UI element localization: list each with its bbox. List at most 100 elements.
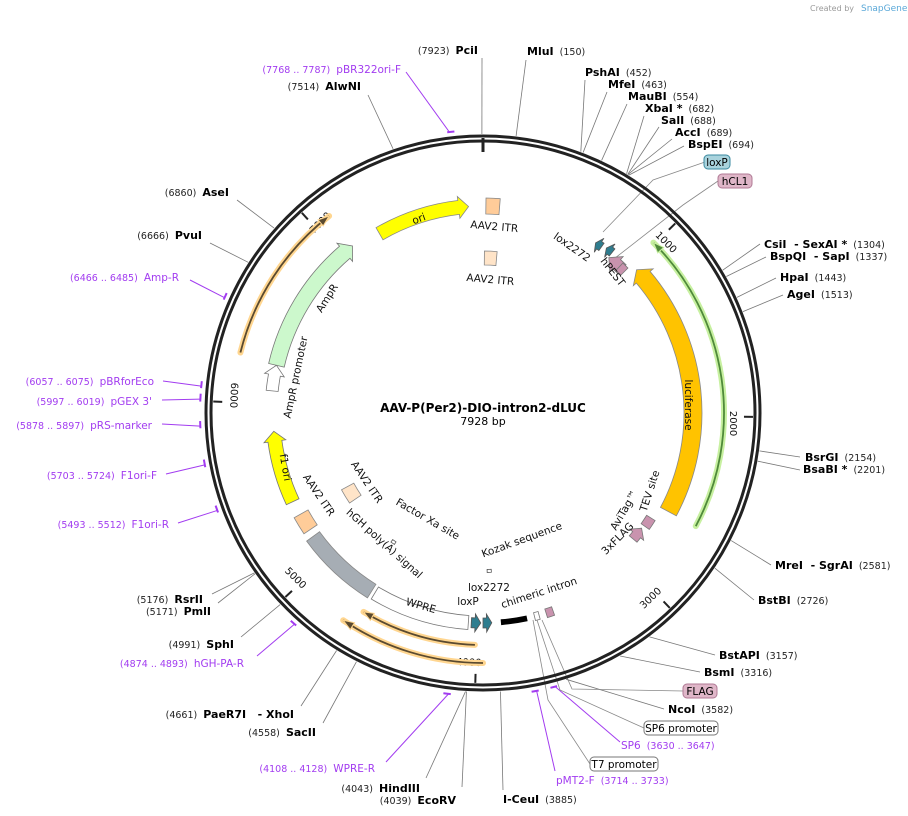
feature-ampr-promoter[interactable] [263,364,286,392]
primer-label[interactable]: (7768 .. 7787) pBR322ori-F [262,64,401,76]
orf-left[interactable] [237,212,333,356]
orf-bottom-inner[interactable] [360,608,478,648]
primer-label[interactable]: (5878 .. 5897) pRS-marker [16,420,152,432]
feature-label-ori: ori [410,211,427,227]
enzyme-site-label[interactable]: BspQI - SapI (1337) [770,250,887,263]
enzyme-site-label[interactable]: BsaBI * (2201) [803,463,885,476]
feature-aav2-itr[interactable] [340,482,362,504]
enzyme-site-label[interactable]: (4661) PaeR7I - XhoI [166,708,294,721]
feature-lox2272[interactable] [482,612,493,634]
primer-range: (4108 .. 4128) [259,764,333,775]
enzyme-leader-line [240,604,281,638]
feature-luciferase[interactable] [632,268,703,517]
feature-tag-flag[interactable]: FLAG [682,683,718,699]
primer-label[interactable]: (4108 .. 4128) WPRE-R [259,763,375,775]
enzyme-position: (688) [684,116,716,127]
enzyme-site-label[interactable]: CsiI - SexAI * (1304) [764,238,885,251]
enzyme-site-label[interactable]: (6860) AseI [165,186,229,199]
enzyme-site-label[interactable]: (5176) RsrII [137,593,203,606]
enzyme-leader-line [500,691,504,791]
feature-f1-ori[interactable] [263,430,300,506]
enzyme-site-label[interactable]: (7923) PciI [418,44,478,57]
enzyme-site-label[interactable]: (4043) HindIII [341,782,420,795]
feature-tag-sp6-promoter[interactable]: SP6 promoter [643,720,719,736]
enzyme-site-label[interactable]: BsrGI (2154) [805,451,876,464]
enzyme-leader-line [726,256,767,277]
enzyme-position: (463) [635,80,667,91]
feature-tag-t7-promoter[interactable]: T7 promoter [589,756,659,772]
enzyme-site-label[interactable]: NcoI (3582) [668,703,733,716]
feature-ampr[interactable] [268,242,353,368]
feature-tag-loxp[interactable]: loxP [703,154,731,170]
primer-label[interactable]: (4874 .. 4893) hGH-PA-R [120,658,244,670]
feature-kozak[interactable] [486,568,492,573]
enzyme-site-label[interactable]: PshAI (452) [585,66,651,79]
enzyme-site-label[interactable]: BstAPI (3157) [719,649,798,662]
primer-label[interactable]: (6466 .. 6485) Amp-R [70,272,179,284]
enzyme-site-label[interactable]: (7514) AlwNI [288,80,361,93]
enzyme-site-label[interactable]: (6666) PvuI [137,229,202,242]
primer-label[interactable]: pMT2-F (3714 .. 3733) [556,775,669,787]
tick-label: 5000 [282,566,308,592]
feature-aav2-itr[interactable] [293,509,318,535]
primer-label[interactable]: SP6 (3630 .. 3647) [621,740,715,752]
primer-binding-mark [550,685,558,689]
enzyme-site-label[interactable]: BspEI (694) [688,138,754,151]
enzyme-site-label[interactable]: (4991) SphI [169,638,234,651]
primer-name: F1ori-F [121,470,157,482]
enzyme-leader-line [627,138,673,175]
primer-range: (6057 .. 6075) [26,377,100,388]
primer-binding-mark [200,381,203,389]
enzyme-name: MluI [527,45,554,58]
enzyme-site-label[interactable]: HpaI (1443) [780,271,846,284]
enzyme-site-label[interactable]: AccI (689) [675,126,732,139]
enzyme-position: (7923) [418,46,456,57]
enzyme-site-label[interactable]: AgeI (1513) [787,288,853,301]
feature-tev-site[interactable] [640,514,656,530]
primer-leader-line [162,380,202,387]
feature-3xflag[interactable] [628,527,645,543]
feature-hcl1[interactable] [615,262,629,276]
enzyme-site-label[interactable]: (5171) PmlI [146,605,211,618]
enzyme-position: (4991) [169,640,207,651]
enzyme-site-label[interactable]: XbaI * (682) [645,102,714,115]
primer-label[interactable]: (5703 .. 5724) F1ori-F [47,470,157,482]
primer-label[interactable]: (5997 .. 6019) pGEX 3' [37,396,152,408]
enzyme-position: (3885) [539,795,577,806]
feature-aav2-itr[interactable] [485,197,501,216]
feature-aav2-itr[interactable] [483,250,498,266]
enzyme-site-label[interactable]: BsmI (3316) [704,666,772,679]
feature-small-site[interactable] [533,611,541,621]
enzyme-leader-line [714,567,755,601]
enzyme-site-label[interactable]: MreI - SgrAI (2581) [775,559,890,572]
leader-lines [161,57,801,791]
feature-lox2272-top[interactable] [593,237,605,253]
enzyme-site-label[interactable]: SalI (688) [661,114,716,127]
feature-tag-hcl1[interactable]: hCL1 [717,173,753,189]
feature-loxp-top[interactable] [604,243,616,258]
primer-label[interactable]: (6057 .. 6075) pBRforEco [26,376,154,388]
feature-flag[interactable] [544,606,556,619]
feature-loxp[interactable] [470,612,482,634]
feature-wpre[interactable] [370,586,470,630]
orf-bottom-outer[interactable] [340,617,486,666]
enzyme-site-label[interactable]: (4558) SacII [248,726,316,739]
enzyme-name: BstAPI [719,649,760,662]
enzyme-site-label[interactable]: (4039) EcoRV [380,794,457,807]
enzyme-site-label[interactable]: MfeI (463) [608,78,667,91]
enzyme-name: MfeI [608,78,635,91]
feature-hgh-polya[interactable] [306,531,377,599]
enzyme-leader-line [757,460,801,471]
enzyme-site-label[interactable]: MluI (150) [527,45,585,58]
feature-factor-xa[interactable] [390,539,397,545]
feature-chimeric-intron[interactable] [500,615,528,626]
enzyme-site-label[interactable]: MauBI (554) [628,90,698,103]
enzyme-position: (5171) [146,607,184,618]
feature-tag-label: FLAG [686,686,713,698]
enzyme-site-label[interactable]: I-CeuI (3885) [503,793,577,806]
enzyme-site-label[interactable]: BstBI (2726) [758,594,828,607]
orf-green[interactable] [650,239,727,530]
primer-label[interactable]: (5493 .. 5512) F1ori-R [58,519,169,531]
feature-ori[interactable] [375,195,470,241]
